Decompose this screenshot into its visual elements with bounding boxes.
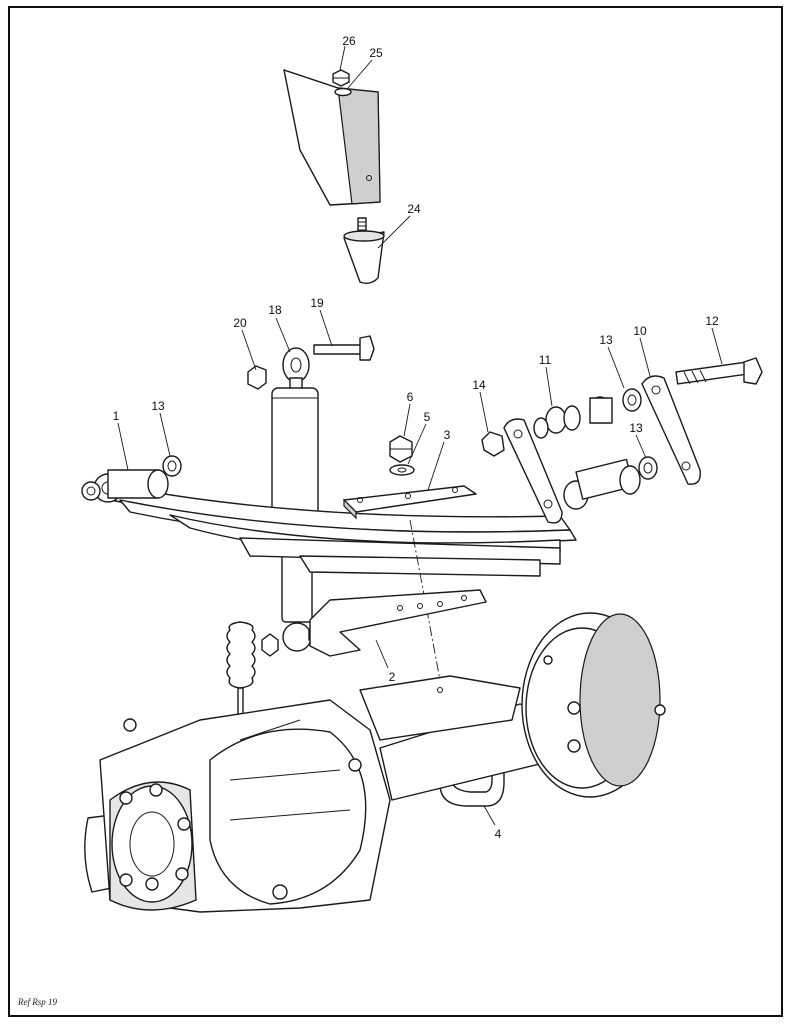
leader-lines — [117, 45, 723, 826]
differential-housing — [99, 699, 391, 913]
washer-13-upper — [622, 388, 642, 412]
spring-plate-3 — [343, 485, 477, 520]
callout-24: 24 — [407, 202, 421, 216]
callout-18: 18 — [268, 303, 282, 317]
figure-reference: Ref Rsp 19 — [18, 997, 57, 1007]
washer-left — [533, 417, 549, 439]
callout-11: 11 — [539, 353, 552, 367]
bump-stop-24 — [343, 217, 385, 285]
callout-20: 20 — [233, 316, 247, 330]
brake-drum — [521, 612, 666, 798]
shackle-plate-10 — [641, 375, 701, 485]
bolt-12 — [675, 357, 763, 385]
nut-6 — [389, 435, 413, 463]
washer-13-lower — [638, 456, 658, 480]
callout-13-front: 13 — [151, 399, 165, 413]
callout-19: 19 — [310, 296, 324, 310]
callout-25: 25 — [369, 46, 383, 60]
callout-5: 5 — [424, 410, 431, 424]
callout-26: 26 — [342, 34, 356, 48]
nut-20 — [247, 365, 267, 390]
callout-13-lower: 13 — [629, 421, 643, 435]
washer-13-front — [162, 455, 182, 477]
callout-4: 4 — [495, 827, 502, 841]
callout-6: 6 — [407, 390, 414, 404]
leaf-spring — [107, 483, 577, 577]
callout-1: 1 — [113, 409, 120, 423]
callout-3: 3 — [444, 428, 451, 442]
washer-5 — [389, 464, 415, 476]
rear-eye-bushing — [563, 458, 641, 510]
bushing-11 — [545, 405, 581, 434]
front-eye-bushing-1 — [81, 469, 169, 503]
nut-14 — [481, 431, 505, 457]
lower-bump-stop — [226, 621, 256, 717]
callout-14: 14 — [472, 378, 486, 392]
shackle-plate-inner — [503, 418, 563, 524]
bushing-inner — [589, 396, 613, 424]
callout-2: 2 — [389, 670, 396, 684]
callout-13-upper: 13 — [599, 333, 613, 347]
callout-10: 10 — [633, 324, 647, 338]
shock-absorber-18 — [261, 347, 328, 657]
lock-washer-25 — [334, 87, 352, 97]
callout-labels: 26 25 24 18 19 20 12 10 13 11 14 6 5 3 1… — [113, 34, 719, 841]
bolt-19 — [313, 335, 375, 361]
axle-mount-plate-2 — [309, 589, 487, 657]
callout-12: 12 — [705, 314, 719, 328]
shock-mount-bracket — [283, 69, 381, 206]
nut-26 — [332, 69, 350, 87]
